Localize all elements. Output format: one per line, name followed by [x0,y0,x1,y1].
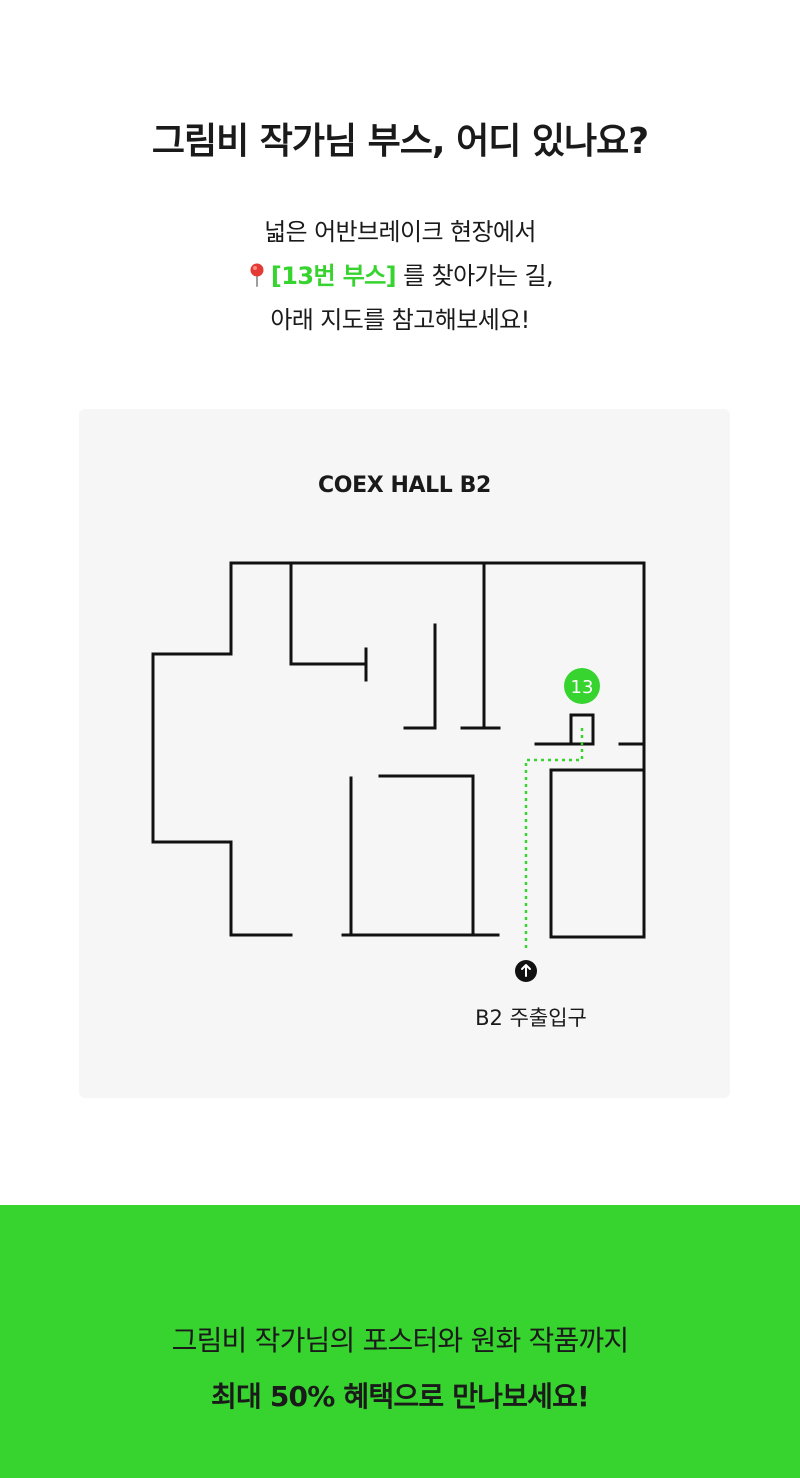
entrance-label: B2 주출입구 [475,1006,587,1030]
booth-number: 13 [571,677,594,698]
promo-banner: 그림비 작가님의 포스터와 원화 작품까지 최대 50% 혜택으로 만나보세요! [0,1205,800,1478]
floor-plan: 13 B2 주출입구 [151,561,646,1030]
intro-line-3: 아래 지도를 참고해보세요! [270,306,530,334]
booth-marker [564,668,600,704]
wall-room-lower-middle-top [378,774,475,937]
promo-line-1: 그림비 작가님의 포스터와 원화 작품까지 [171,1324,630,1357]
map-title: COEX HALL B2 [318,473,491,498]
intro-line-1: 넓은 어반브레이크 현장에서 [264,218,536,246]
promo-text: 그림비 작가님의 포스터와 원화 작품까지 최대 50% 혜택으로 만나보세요! [0,1313,800,1425]
booth-label: [13번 부스] [270,262,397,290]
page-title: 그림비 작가님 부스, 어디 있나요? [151,121,649,162]
round-pushpin-icon [250,263,264,287]
map-card: COEX HALL B2 13 [79,409,730,1098]
intro-line-2-suffix: 를 찾아가는 길, [396,262,554,290]
wall-outer [151,561,646,939]
wall-partition-1 [403,623,437,730]
intro-text: 넓은 어반브레이크 현장에서 [13번 부스] 를 찾아가는 길, 아래 지도를… [0,210,800,342]
wall-room-upper-left [289,561,365,666]
arrow-up-icon [515,960,537,982]
intro-line-2: [13번 부스] 를 찾아가는 길, [0,254,800,298]
route-path [524,726,584,948]
promo-line-2: 최대 50% 혜택으로 만나보세요! [211,1380,590,1413]
